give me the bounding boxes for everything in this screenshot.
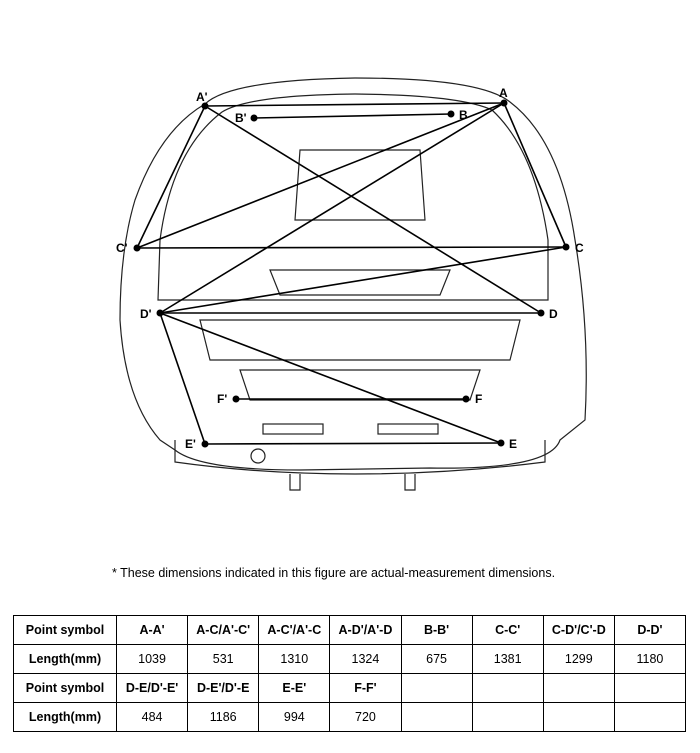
- table-cell: [542, 702, 615, 732]
- line-b-b: [253, 113, 452, 119]
- row-label-cell: Length(mm): [13, 702, 117, 732]
- point-dot-e-prime: [201, 440, 209, 448]
- table-cell: C-C': [471, 615, 544, 645]
- point-dot-c-prime: [133, 244, 141, 252]
- line-a-prime-c-prime: [136, 105, 206, 249]
- table-cell: F-F': [329, 673, 402, 703]
- point-label-e-prime: E': [185, 437, 196, 451]
- row-label-cell: Point symbol: [13, 673, 117, 703]
- line-e-e: [204, 442, 502, 445]
- measurement-lines: [136, 102, 567, 445]
- point-dot-a-prime: [201, 102, 209, 110]
- point-dot-a: [500, 99, 508, 107]
- table-cell: D-E/D'-E': [115, 673, 189, 703]
- table-cell: 720: [329, 702, 402, 732]
- row-label-cell: Length(mm): [13, 644, 117, 674]
- table-cell: 1381: [471, 644, 544, 674]
- table-cell: 484: [115, 702, 189, 732]
- line-a-c-prime: [136, 102, 505, 249]
- table-cell: 1324: [329, 644, 402, 674]
- point-dot-f: [462, 395, 470, 403]
- point-dot-d: [537, 309, 545, 317]
- table-cell: B-B': [400, 615, 473, 645]
- table-cell: [471, 702, 544, 732]
- line-c-c: [136, 246, 567, 249]
- point-dot-d-prime: [156, 309, 164, 317]
- table-cell: A-C'/A'-C: [258, 615, 331, 645]
- table-cell: 1299: [542, 644, 615, 674]
- table-cell: E-E': [258, 673, 331, 703]
- table-cell: 994: [258, 702, 331, 732]
- line-a-c: [503, 102, 567, 248]
- line-a-d-prime: [159, 102, 505, 314]
- point-label-b: B: [459, 108, 468, 122]
- table-cell: A-A': [115, 615, 189, 645]
- table-cell: C-D'/C'-D: [542, 615, 615, 645]
- point-label-f-prime: F': [217, 392, 227, 406]
- point-label-c-prime: C': [116, 241, 128, 255]
- point-label-a-prime: A': [196, 90, 208, 104]
- line-d-prime-e-prime: [159, 312, 206, 445]
- vehicle-body-diagram: A' A B' B C' C D' D E' E F' F: [116, 77, 587, 491]
- table-cell: [400, 702, 473, 732]
- line-a-a: [204, 102, 505, 107]
- point-label-a: A: [499, 86, 508, 100]
- table-cell: 675: [400, 644, 473, 674]
- table-cell: 1186: [187, 702, 260, 732]
- table-cell: A-D'/A'-D: [329, 615, 402, 645]
- table-cell: D-E'/D'-E: [187, 673, 260, 703]
- line-d-prime-e: [159, 312, 502, 444]
- table-cell: 531: [187, 644, 260, 674]
- point-dot-b-prime: [250, 114, 258, 122]
- table-cell: 1039: [115, 644, 189, 674]
- point-dot-f-prime: [232, 395, 240, 403]
- table-cell: A-C/A'-C': [187, 615, 260, 645]
- point-dot-e: [497, 439, 505, 447]
- dimension-note: * These dimensions indicated in this fig…: [112, 566, 556, 580]
- table-cell: D-D': [613, 615, 687, 645]
- table-cell: [613, 702, 687, 732]
- point-label-d: D: [549, 307, 558, 321]
- measurement-points: A' A B' B C' C D' D E' E F' F: [116, 86, 584, 451]
- point-label-c: C: [575, 241, 584, 255]
- point-label-b-prime: B': [235, 111, 247, 125]
- table-cell: 1310: [258, 644, 331, 674]
- point-label-f: F: [475, 392, 482, 406]
- point-dot-c: [562, 243, 570, 251]
- row-label-cell: Point symbol: [13, 615, 117, 645]
- body-outline: [119, 77, 587, 491]
- table-cell: 1180: [613, 644, 687, 674]
- table-cell: [400, 673, 473, 703]
- table-cell: [613, 673, 687, 703]
- point-dot-b: [447, 110, 455, 118]
- line-a-prime-d: [204, 105, 542, 314]
- line-c-prime-d: [159, 246, 567, 314]
- point-label-e: E: [509, 437, 517, 451]
- table-cell: [542, 673, 615, 703]
- point-label-d-prime: D': [140, 307, 152, 321]
- table-cell: [471, 673, 544, 703]
